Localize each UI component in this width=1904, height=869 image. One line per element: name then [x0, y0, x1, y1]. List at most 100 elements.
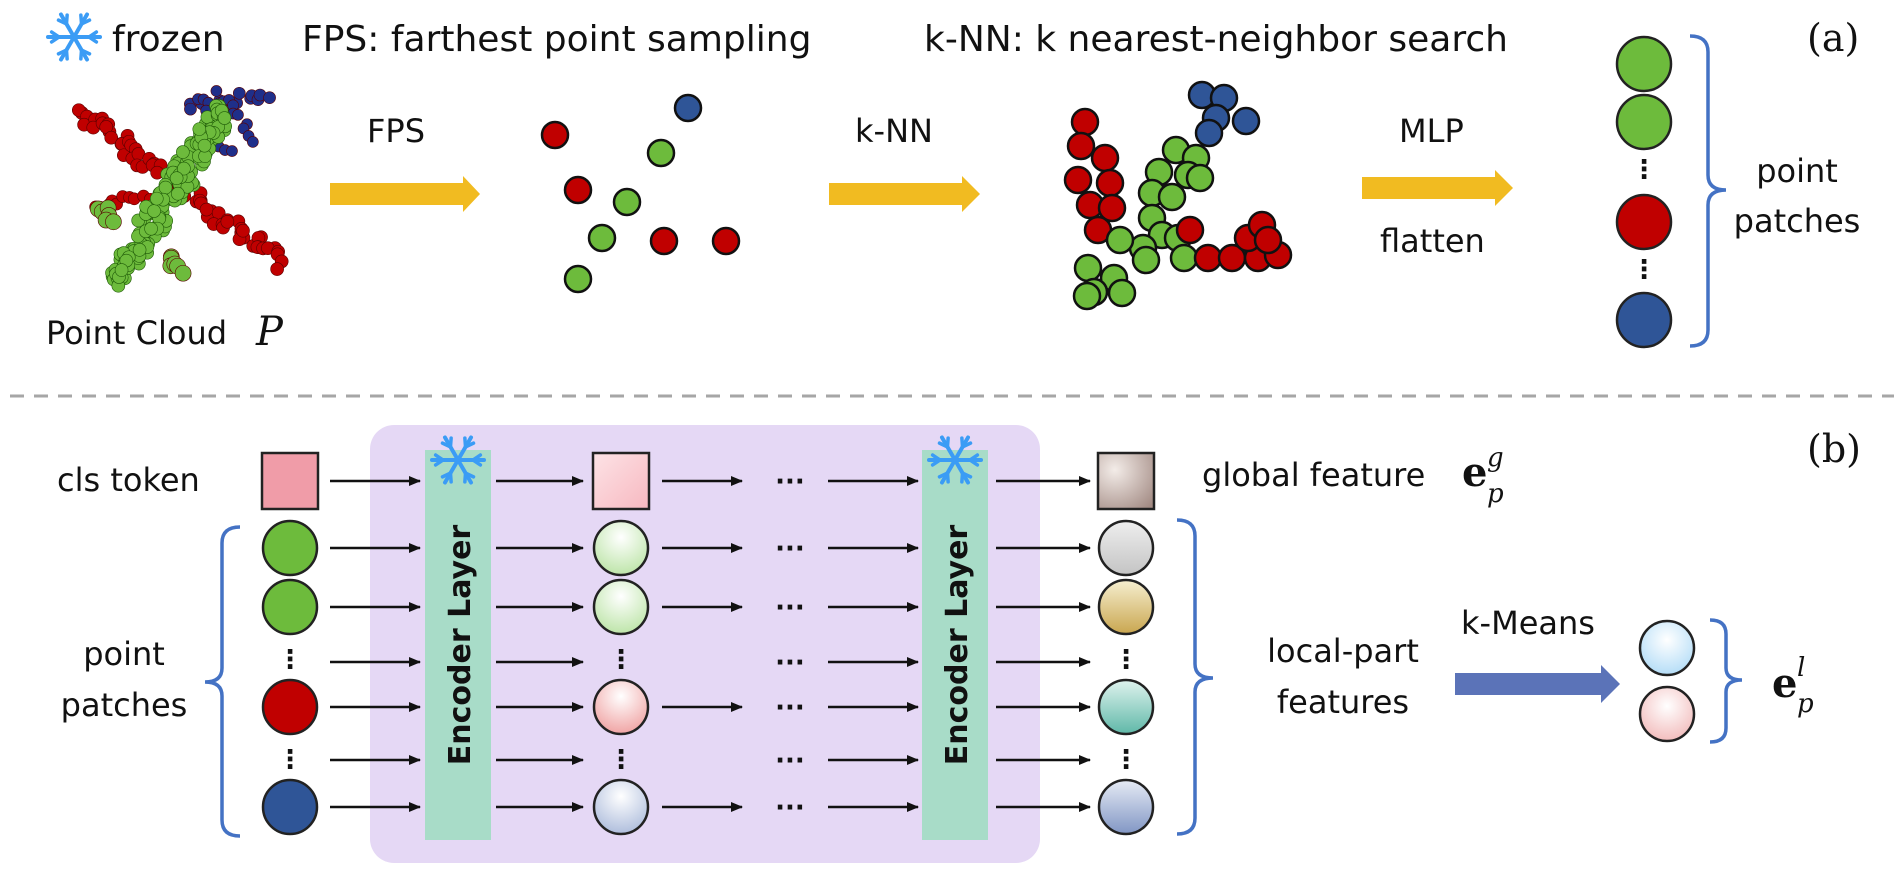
global-feature-sup: g [1487, 443, 1504, 473]
input-patch-green-1 [261, 519, 319, 577]
input-ellipsis-1: ⋮ [277, 645, 303, 675]
neighbor-point-29 [1193, 243, 1223, 273]
neighbor-point-12 [1097, 193, 1127, 223]
patch-green-1 [1615, 35, 1673, 93]
svg-text:···: ··· [775, 534, 805, 564]
svg-text:···: ··· [775, 746, 805, 776]
neighbor-point-8 [1090, 143, 1120, 173]
encoder-layer-2 [922, 450, 988, 840]
local-part-label-1: local-part [1267, 632, 1419, 670]
svg-text:···: ··· [775, 693, 805, 723]
kmeans-label: k-Means [1461, 604, 1595, 642]
sampled-point-8 [711, 226, 741, 256]
frozen-encoder-region [370, 425, 1040, 863]
middle-patch-4 [592, 778, 650, 836]
knn-label: k-NN [855, 112, 933, 150]
legend-knn-definition: k-NN: k nearest-neighbor search [924, 19, 1508, 60]
neighbor-point-20 [1157, 182, 1187, 212]
cls-token-output [1096, 451, 1156, 511]
input-patch-blue [261, 778, 319, 836]
cluster-center-1 [1638, 619, 1696, 677]
fps-label: FPS [367, 112, 425, 150]
encoder-layer-1 [425, 450, 491, 840]
neighbor-point-36 [1073, 253, 1103, 283]
neighbor-point-6 [1070, 107, 1100, 137]
middle-patch-1 [592, 519, 650, 577]
mlp-label: MLP [1399, 112, 1464, 150]
global-feature-sub: p [1487, 479, 1504, 509]
local-feature-symbol: e [1772, 660, 1797, 707]
local-feature-sub: p [1797, 689, 1814, 719]
fps-arrow [330, 176, 480, 212]
output-ellipsis-2: ⋮ [1113, 745, 1139, 775]
neighbor-point-26 [1105, 225, 1135, 255]
neighbor-point-9 [1063, 165, 1093, 195]
legend-fps-definition: FPS: farthest point sampling [302, 19, 811, 60]
local-feature-sup: l [1797, 653, 1805, 683]
encoder-layer-2-label: Encoder Layer [940, 525, 975, 766]
middle-patch-3 [592, 678, 650, 736]
neighbor-point-40 [1072, 281, 1102, 311]
point-patches-label-b-1: point [83, 635, 165, 673]
output-patch-1 [1097, 519, 1155, 577]
layer-ellipsis: ····················· [775, 467, 805, 823]
flatten-label: flatten [1380, 222, 1485, 260]
panel-b-tag: (b) [1807, 427, 1861, 471]
knn-arrow [829, 176, 980, 212]
local-part-label-2: features [1277, 683, 1409, 721]
input-patch-green-2 [261, 578, 319, 636]
cluster-center-2 [1638, 685, 1696, 743]
neighbor-point-10 [1095, 168, 1125, 198]
knn-neighbor-clusters [1063, 80, 1293, 311]
patch-ellipsis-1: ⋮ [1631, 155, 1657, 185]
fps-sampled-points [540, 93, 741, 294]
neighbor-point-28 [1175, 215, 1205, 245]
global-feature-label: global feature [1202, 456, 1425, 494]
panel-a-tag: (a) [1807, 16, 1859, 60]
point-patches-label-a-2: patches [1734, 202, 1861, 240]
sampled-point-3 [646, 138, 676, 168]
cls-token-middle [591, 451, 651, 511]
neighbor-point-4 [1231, 106, 1261, 136]
point-patches-label-b-2: patches [61, 686, 188, 724]
patch-ellipsis-2: ⋮ [1631, 255, 1657, 285]
output-brace [1176, 518, 1214, 836]
cluster-brace [1709, 618, 1743, 744]
sampled-point-2 [673, 93, 703, 123]
mlp-arrow [1362, 170, 1513, 206]
neighbor-point-18 [1185, 163, 1215, 193]
point-cloud-label: Point Cloud [46, 314, 227, 352]
snowflake-icon [46, 12, 102, 62]
neighbor-point-5 [1194, 118, 1224, 148]
kmeans-arrow [1455, 665, 1620, 703]
svg-text:···: ··· [775, 648, 805, 678]
snowflake-icon [927, 435, 983, 485]
sampled-point-9 [563, 264, 593, 294]
neighbor-point-39 [1107, 278, 1137, 308]
svg-text:···: ··· [775, 467, 805, 497]
input-ellipsis-2: ⋮ [277, 745, 303, 775]
input-patch-red [261, 678, 319, 736]
token-flow-arrows [330, 476, 1091, 812]
point-patches-label-a-1: point [1756, 152, 1838, 190]
point-cloud-symbol: P [255, 309, 284, 355]
global-feature-symbol: e [1462, 449, 1487, 496]
middle-patch-2 [592, 578, 650, 636]
neighbor-point-27 [1131, 245, 1161, 275]
airplane-point-cloud [71, 85, 289, 293]
cls-token-input [260, 451, 320, 511]
sampled-point-4 [563, 175, 593, 205]
patch-blue [1615, 291, 1673, 349]
sampled-point-5 [612, 187, 642, 217]
neighbor-point-7 [1066, 131, 1096, 161]
sampled-point-1 [540, 120, 570, 150]
output-ellipsis-1: ⋮ [1113, 645, 1139, 675]
output-patch-4 [1097, 778, 1155, 836]
sampled-point-7 [649, 226, 679, 256]
snowflake-icon [430, 435, 486, 485]
svg-text:···: ··· [775, 793, 805, 823]
output-patch-3 [1097, 678, 1155, 736]
middle-ellipsis-2: ⋮ [608, 745, 634, 775]
neighbor-point-25 [1169, 243, 1199, 273]
